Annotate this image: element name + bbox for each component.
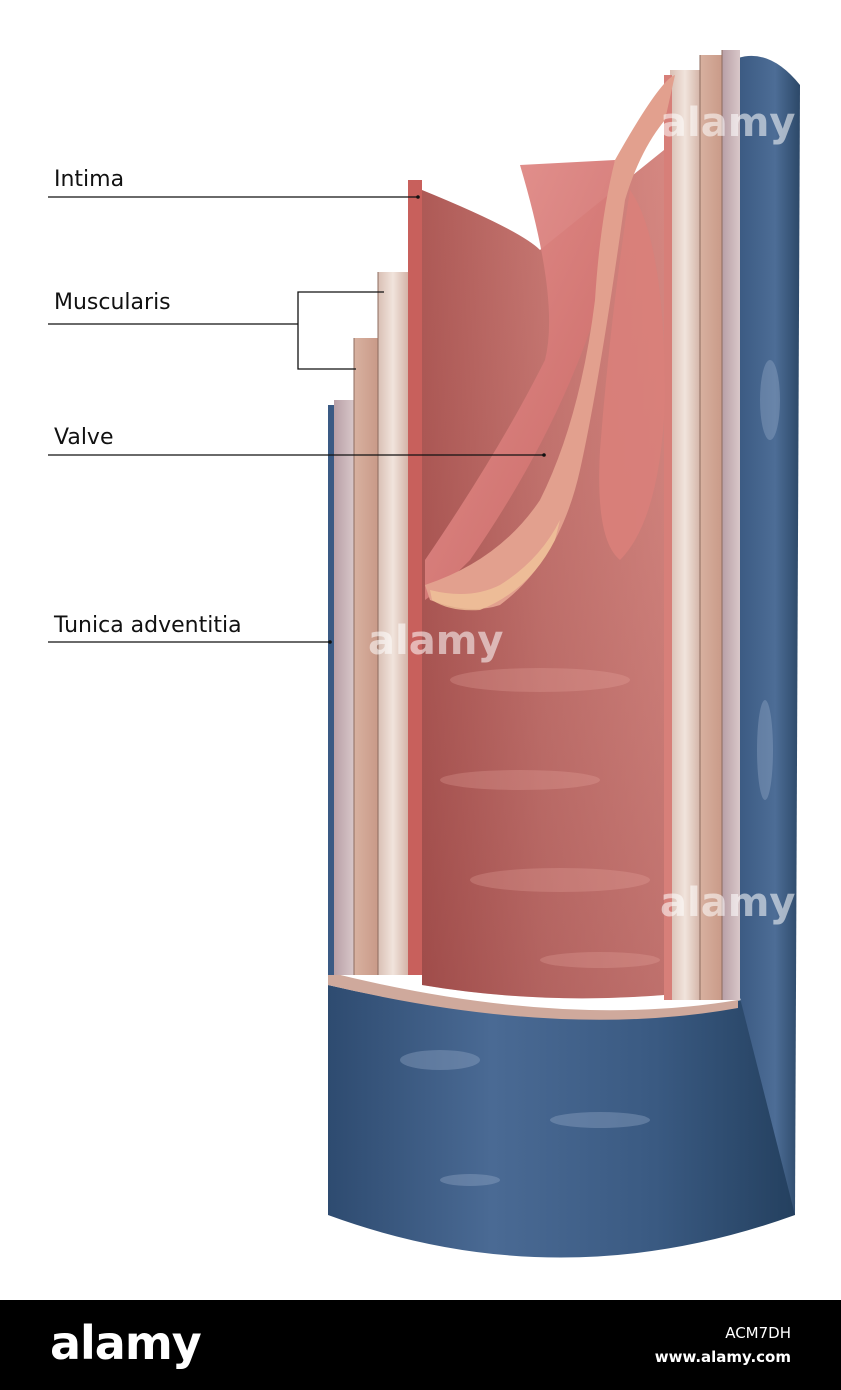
vein-cross-section-illustration [328, 50, 800, 1258]
footer-url: www.alamy.com [654, 1348, 791, 1366]
leader-dot-tunica-adventitia [328, 640, 332, 644]
footer-logo: alamy [50, 1316, 202, 1370]
watermark-lower-right: alamy [660, 880, 796, 926]
footer-image-id: ACM7DH [725, 1324, 791, 1342]
label-valve: Valve [54, 425, 114, 450]
label-tunica-adventitia: Tunica adventitia [54, 613, 242, 638]
leader-lines [48, 195, 546, 644]
leader-bracket-muscularis [297, 291, 384, 370]
leader-dot-intima [416, 195, 420, 199]
label-intima: Intima [54, 167, 125, 192]
watermark-center: alamy [368, 618, 504, 664]
leader-dot-valve [542, 453, 546, 457]
watermark-top-right: alamy [660, 100, 796, 146]
footer-bar [0, 1300, 841, 1390]
label-muscularis: Muscularis [54, 290, 171, 315]
